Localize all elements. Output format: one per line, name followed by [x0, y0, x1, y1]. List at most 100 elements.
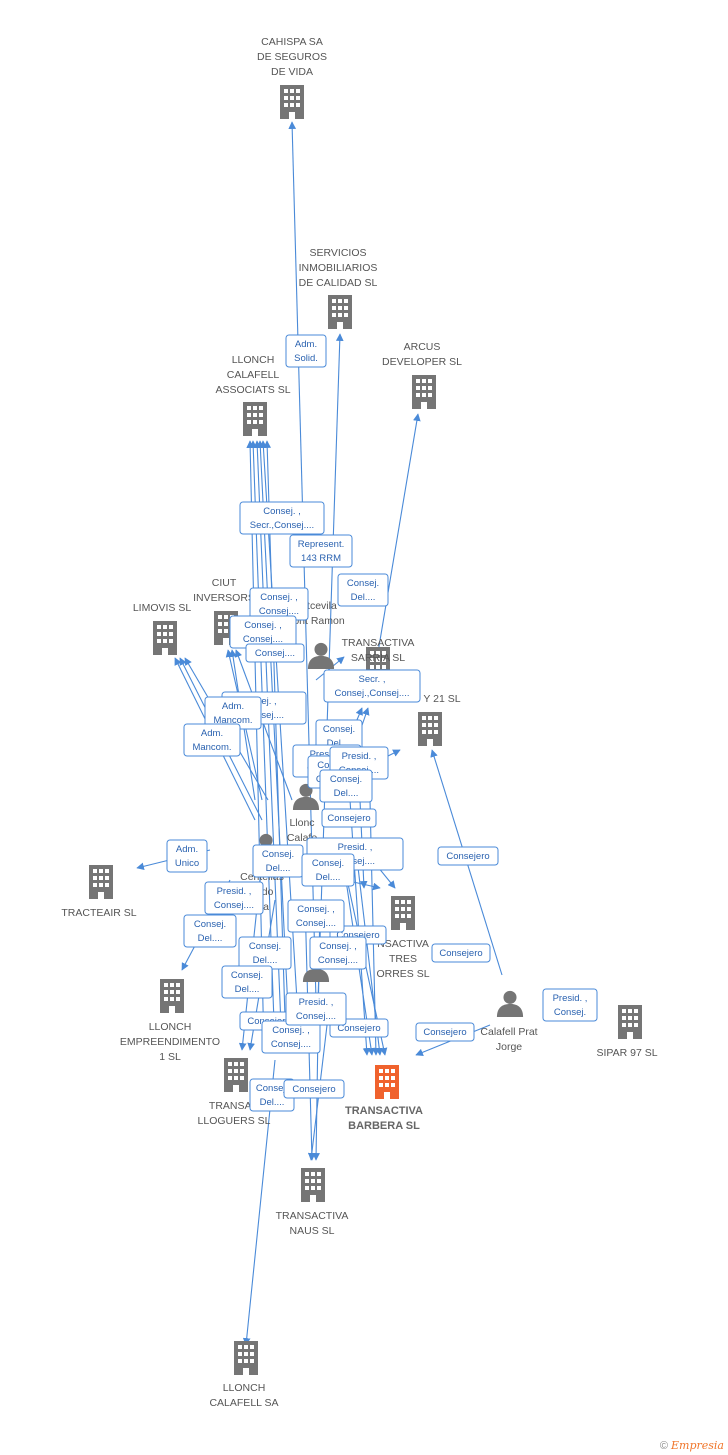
company-node-tracteair[interactable]: TRACTEAIR SL: [61, 865, 137, 919]
node-label: NSACTIVA: [377, 938, 429, 950]
role-boxes-layer: Adm.Solid.Consej. ,Secr.,Consej....Repre…: [166, 334, 598, 1112]
node-label: TRANSAC: [209, 1100, 260, 1112]
role-box[interactable]: Consej.Del....: [183, 914, 237, 948]
role-box-text: Presid. ,: [217, 886, 252, 897]
role-box[interactable]: Consej.Del....: [221, 965, 273, 999]
role-box-text: Consej....: [271, 1039, 311, 1050]
node-label: LLONCH: [223, 1382, 266, 1394]
role-box[interactable]: Consejero: [431, 943, 491, 963]
node-label: CAHISPA SA: [261, 36, 323, 48]
role-box-text: Presid. ,: [310, 749, 345, 760]
role-box[interactable]: Secr. ,Consej.,Consej....: [323, 669, 421, 703]
role-box[interactable]: Presid. ,Consej.: [542, 988, 598, 1022]
company-node-lloguers[interactable]: TRANSAC LLOGUERS SL: [198, 1058, 271, 1127]
building-icon: [160, 979, 184, 1013]
building-icon: [418, 712, 442, 746]
node-label: ORRES SL: [376, 968, 429, 980]
role-box-frame: [283, 1079, 345, 1099]
role-box[interactable]: Presid. , Consej....: [204, 881, 264, 915]
role-box-frame: [204, 881, 264, 915]
role-box[interactable]: Consej.Del....: [238, 936, 292, 970]
role-box[interactable]: Consej....: [245, 643, 305, 663]
role-box[interactable]: Consej. ,Consej....: [261, 1020, 321, 1054]
role-box[interactable]: Consej. ,Consej....: [249, 587, 309, 621]
role-box[interactable]: Consejero: [283, 1079, 345, 1099]
role-box-text: Del....: [260, 1097, 285, 1108]
role-box[interactable]: Consej.Del....: [301, 853, 355, 887]
role-box-frame: [309, 936, 367, 970]
role-box[interactable]: Adm.Solid.: [285, 334, 327, 368]
role-box[interactable]: Presid. ,Consej....: [285, 992, 347, 1026]
role-box-text: Consej.: [347, 578, 379, 589]
company-node-sipar[interactable]: SIPAR 97 SL: [596, 1005, 658, 1059]
role-box[interactable]: Consejero: [437, 846, 499, 866]
node-label: LLONCH: [149, 1021, 192, 1033]
role-box-text: Consej....: [296, 918, 336, 929]
company-node-limovis[interactable]: LIMOVIS SL: [133, 602, 192, 655]
role-box-text: Presid. ,: [553, 993, 588, 1004]
role-box-text: Presid. ,: [299, 997, 334, 1008]
role-box[interactable]: Adm.Mancom.: [183, 723, 241, 757]
role-box[interactable]: Consejero: [415, 1022, 475, 1042]
role-box-text: Secr.,Consej....: [250, 520, 314, 531]
node-label: TRANSACTIVA: [276, 1210, 349, 1222]
building-icon: [234, 1341, 258, 1375]
role-box[interactable]: Consej. ,Consej....: [309, 936, 367, 970]
role-box-frame: [183, 914, 237, 948]
role-box-frame: [166, 839, 208, 873]
role-box-text: Adm.: [176, 844, 198, 855]
node-label: DE VIDA: [271, 66, 313, 78]
company-node-tres[interactable]: NSACTIVA TRES ORRES SL: [376, 896, 430, 980]
role-box-text: Consej.: [323, 724, 355, 735]
footer-brand: © Empresia: [660, 1439, 724, 1452]
brand-name[interactable]: Empresia: [671, 1439, 724, 1452]
role-box-text: Solid.: [294, 353, 318, 364]
node-label: ARCUS: [404, 341, 441, 353]
role-box[interactable]: Consej.Del....: [252, 844, 304, 878]
role-box-text: Consej.,Consej....: [335, 688, 410, 699]
role-box-text: Consej.: [312, 858, 344, 869]
role-box[interactable]: Consej. , Consej....: [287, 899, 345, 933]
role-box-frame: [285, 334, 327, 368]
node-label: LLONCH: [232, 354, 275, 366]
building-icon: [224, 1058, 248, 1092]
node-label: TRES: [389, 953, 417, 965]
role-box-text: Consej. ,: [297, 904, 335, 915]
company-node-y21[interactable]: Y 21 SL: [418, 693, 461, 746]
role-box[interactable]: Consej. ,Consej....: [229, 615, 297, 649]
role-box-text: Mancom.: [213, 715, 252, 726]
role-box-text: Del....: [334, 788, 359, 799]
role-box-text: Consej....: [214, 900, 254, 911]
role-box-text: Adm.: [222, 701, 244, 712]
node-label: LLOGUERS SL: [198, 1115, 271, 1127]
role-box[interactable]: Consej. ,Secr.,Consej....: [239, 501, 325, 535]
role-box[interactable]: Consej.Del....: [319, 769, 373, 803]
node-label: Calafell Prat: [480, 1026, 537, 1038]
building-icon: [328, 295, 352, 329]
building-icon: [412, 375, 436, 409]
role-box-text: Consej....: [318, 955, 358, 966]
role-box[interactable]: Adm.Unico: [166, 839, 208, 873]
role-box-frame: [301, 853, 355, 887]
role-box[interactable]: Consej.Del....: [337, 573, 389, 607]
role-box[interactable]: Represent.143 RRM: [289, 534, 353, 568]
role-box-text: Consej....: [243, 634, 283, 645]
role-box-text: Consejero: [337, 1023, 380, 1034]
role-box-frame: [321, 808, 377, 828]
building-icon: [391, 896, 415, 930]
role-box[interactable]: Consejero: [321, 808, 377, 828]
building-icon: [280, 85, 304, 119]
